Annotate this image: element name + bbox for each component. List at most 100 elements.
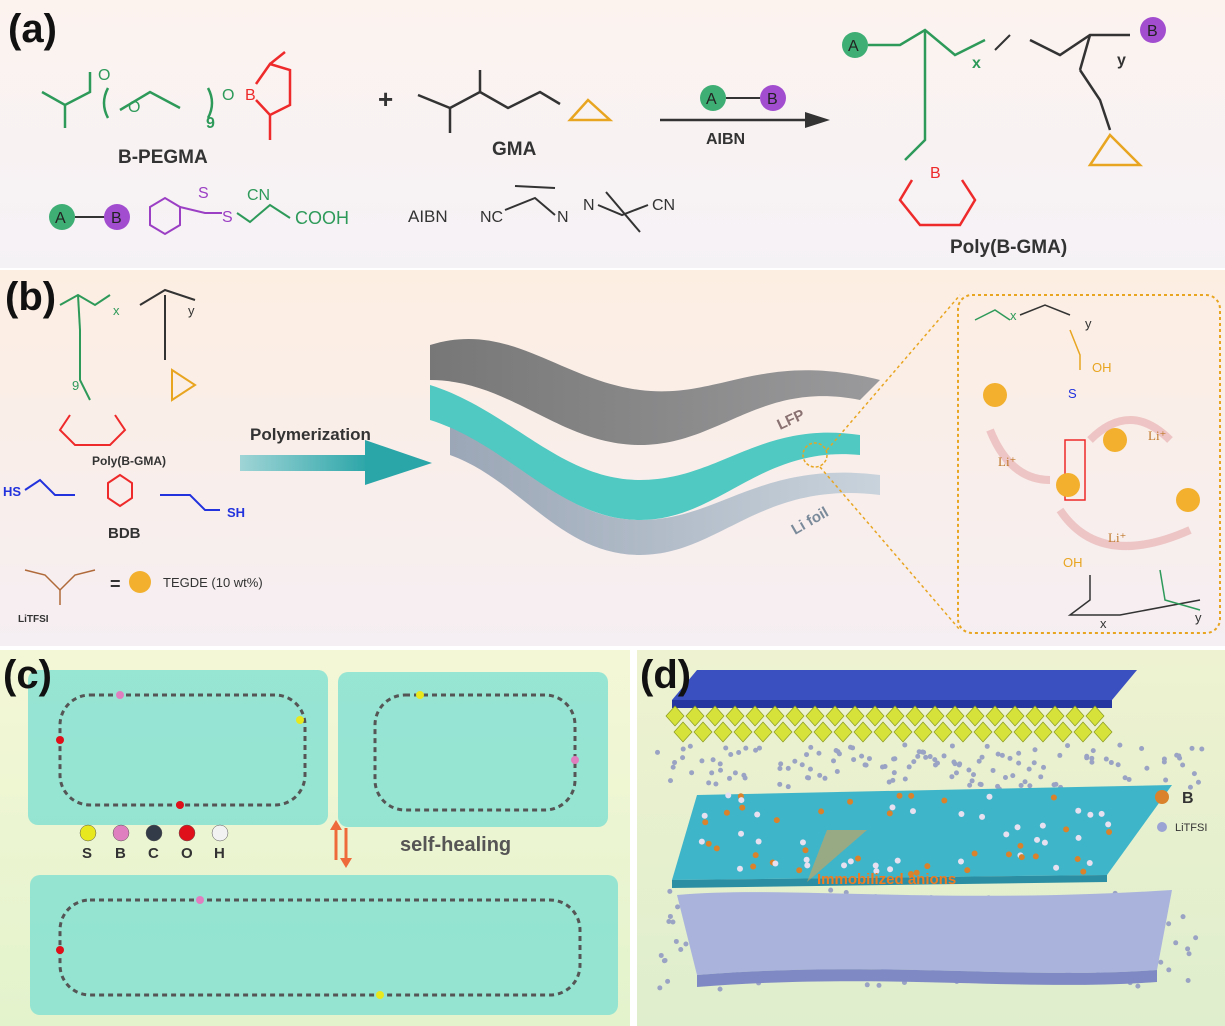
boron-site xyxy=(752,852,759,859)
reversible-arrow xyxy=(330,820,352,868)
crystal-octahedron xyxy=(825,705,845,727)
litfsi-particle xyxy=(822,775,828,781)
crystal-octahedron xyxy=(813,721,833,743)
crystal-octahedron xyxy=(773,721,793,743)
litfsi-particle xyxy=(662,957,668,963)
li-anode-plate xyxy=(677,890,1172,975)
svg-text:x: x xyxy=(1010,308,1017,323)
boron-site xyxy=(754,811,761,818)
boron-site xyxy=(1032,853,1039,860)
legend-label: S xyxy=(82,845,92,862)
polymer-structure xyxy=(58,288,197,446)
svg-text:S: S xyxy=(1068,386,1077,401)
crystal-octahedron xyxy=(725,705,745,727)
boron-site xyxy=(1034,836,1041,843)
litfsi-particle xyxy=(665,978,671,984)
panel-label: (c) xyxy=(3,653,52,697)
litfsi-particle xyxy=(808,744,814,750)
crystal-octahedron xyxy=(905,705,925,727)
litfsi-particle xyxy=(990,767,996,773)
boron-site xyxy=(979,813,986,820)
litfsi-particle xyxy=(817,772,823,778)
legend-label: H xyxy=(214,845,225,862)
bdb-label: BDB xyxy=(108,525,141,542)
boron-site xyxy=(855,855,862,862)
svg-text:CN: CN xyxy=(247,187,270,204)
litfsi-particle xyxy=(828,887,834,893)
crystal-octahedron xyxy=(1093,721,1113,743)
litfsi-particle xyxy=(866,756,872,762)
crystal-octahedron xyxy=(933,721,953,743)
litfsi-particle xyxy=(717,986,723,992)
litfsi-particle xyxy=(977,781,983,787)
litfsi-particle xyxy=(777,765,783,771)
boron-legend-dot xyxy=(1155,790,1169,804)
litfsi-particle xyxy=(1089,759,1095,765)
svg-text:y: y xyxy=(188,303,195,318)
crystal-octahedron xyxy=(805,705,825,727)
crystal-octahedron xyxy=(1013,721,1033,743)
boron-site xyxy=(1074,856,1081,863)
li-foil-layer xyxy=(450,425,880,555)
litfsi-particle xyxy=(1018,782,1024,788)
crystal-octahedron xyxy=(713,721,733,743)
litfsi-particle xyxy=(1090,748,1096,754)
panel-label: (a) xyxy=(8,7,57,51)
svg-text:9: 9 xyxy=(72,378,79,393)
boron-site xyxy=(1018,854,1025,861)
litfsi-particle xyxy=(923,754,929,760)
litfsi-particle xyxy=(891,770,897,776)
li-ion-label: Li⁺ xyxy=(998,454,1016,469)
boron-site xyxy=(924,863,931,870)
litfsi-particle xyxy=(879,764,885,770)
litfsi-particle xyxy=(654,749,660,755)
litfsi-particle xyxy=(953,770,959,776)
crystal-octahedron xyxy=(925,705,945,727)
boron-site xyxy=(803,856,810,863)
litfsi-particle xyxy=(728,751,734,757)
litfsi-particle xyxy=(1139,745,1145,751)
litfsi-particle xyxy=(816,750,822,756)
legend-atom-b xyxy=(112,824,130,842)
litfsi-particle xyxy=(1027,783,1033,789)
litfsi-particle xyxy=(862,762,868,768)
panel-a-svg: (a) O O 9 O B B-PEGMA + GMA A B AIBN A B… xyxy=(8,7,1166,258)
lfp-label: LFP xyxy=(775,406,808,433)
litfsi-particle xyxy=(966,767,972,773)
litfsi-particle xyxy=(971,772,977,778)
boron-site xyxy=(1086,860,1093,867)
legend-atom-o xyxy=(178,824,196,842)
litfsi-particle xyxy=(799,762,805,768)
litfsi-particle xyxy=(1122,775,1128,781)
crystal-octahedron xyxy=(665,705,685,727)
crystal-octahedron xyxy=(1005,705,1025,727)
boron-site xyxy=(802,847,809,854)
boron-site xyxy=(847,858,854,865)
litfsi-particle xyxy=(1031,760,1037,766)
cathode-plate xyxy=(672,670,1137,700)
gel-block-left xyxy=(28,670,328,825)
boron-site xyxy=(908,792,915,799)
boron-site xyxy=(698,838,705,845)
boron-site xyxy=(886,810,893,817)
b-pegma-structure xyxy=(41,51,292,140)
crystal-octahedron xyxy=(693,721,713,743)
svg-text:N: N xyxy=(557,209,569,226)
svg-text:x: x xyxy=(1100,616,1107,631)
boron-site xyxy=(841,862,848,869)
electrolyte-layer xyxy=(430,385,860,520)
boron-site xyxy=(736,865,743,872)
crystal-octahedron xyxy=(913,721,933,743)
litfsi-particle xyxy=(836,751,842,757)
litfsi-particle xyxy=(1135,983,1141,989)
boron-site xyxy=(713,845,720,852)
litfsi-particle xyxy=(916,749,922,755)
crystal-octahedron xyxy=(993,721,1013,743)
litfsi-particle xyxy=(902,776,908,782)
b-pegma-label: B-PEGMA xyxy=(118,147,208,168)
polymerization-arrow xyxy=(240,440,432,485)
litfsi-particle xyxy=(886,779,892,785)
litfsi-particle xyxy=(804,752,810,758)
litfsi-particle xyxy=(1002,775,1008,781)
cta-a-bead: A xyxy=(706,91,717,108)
